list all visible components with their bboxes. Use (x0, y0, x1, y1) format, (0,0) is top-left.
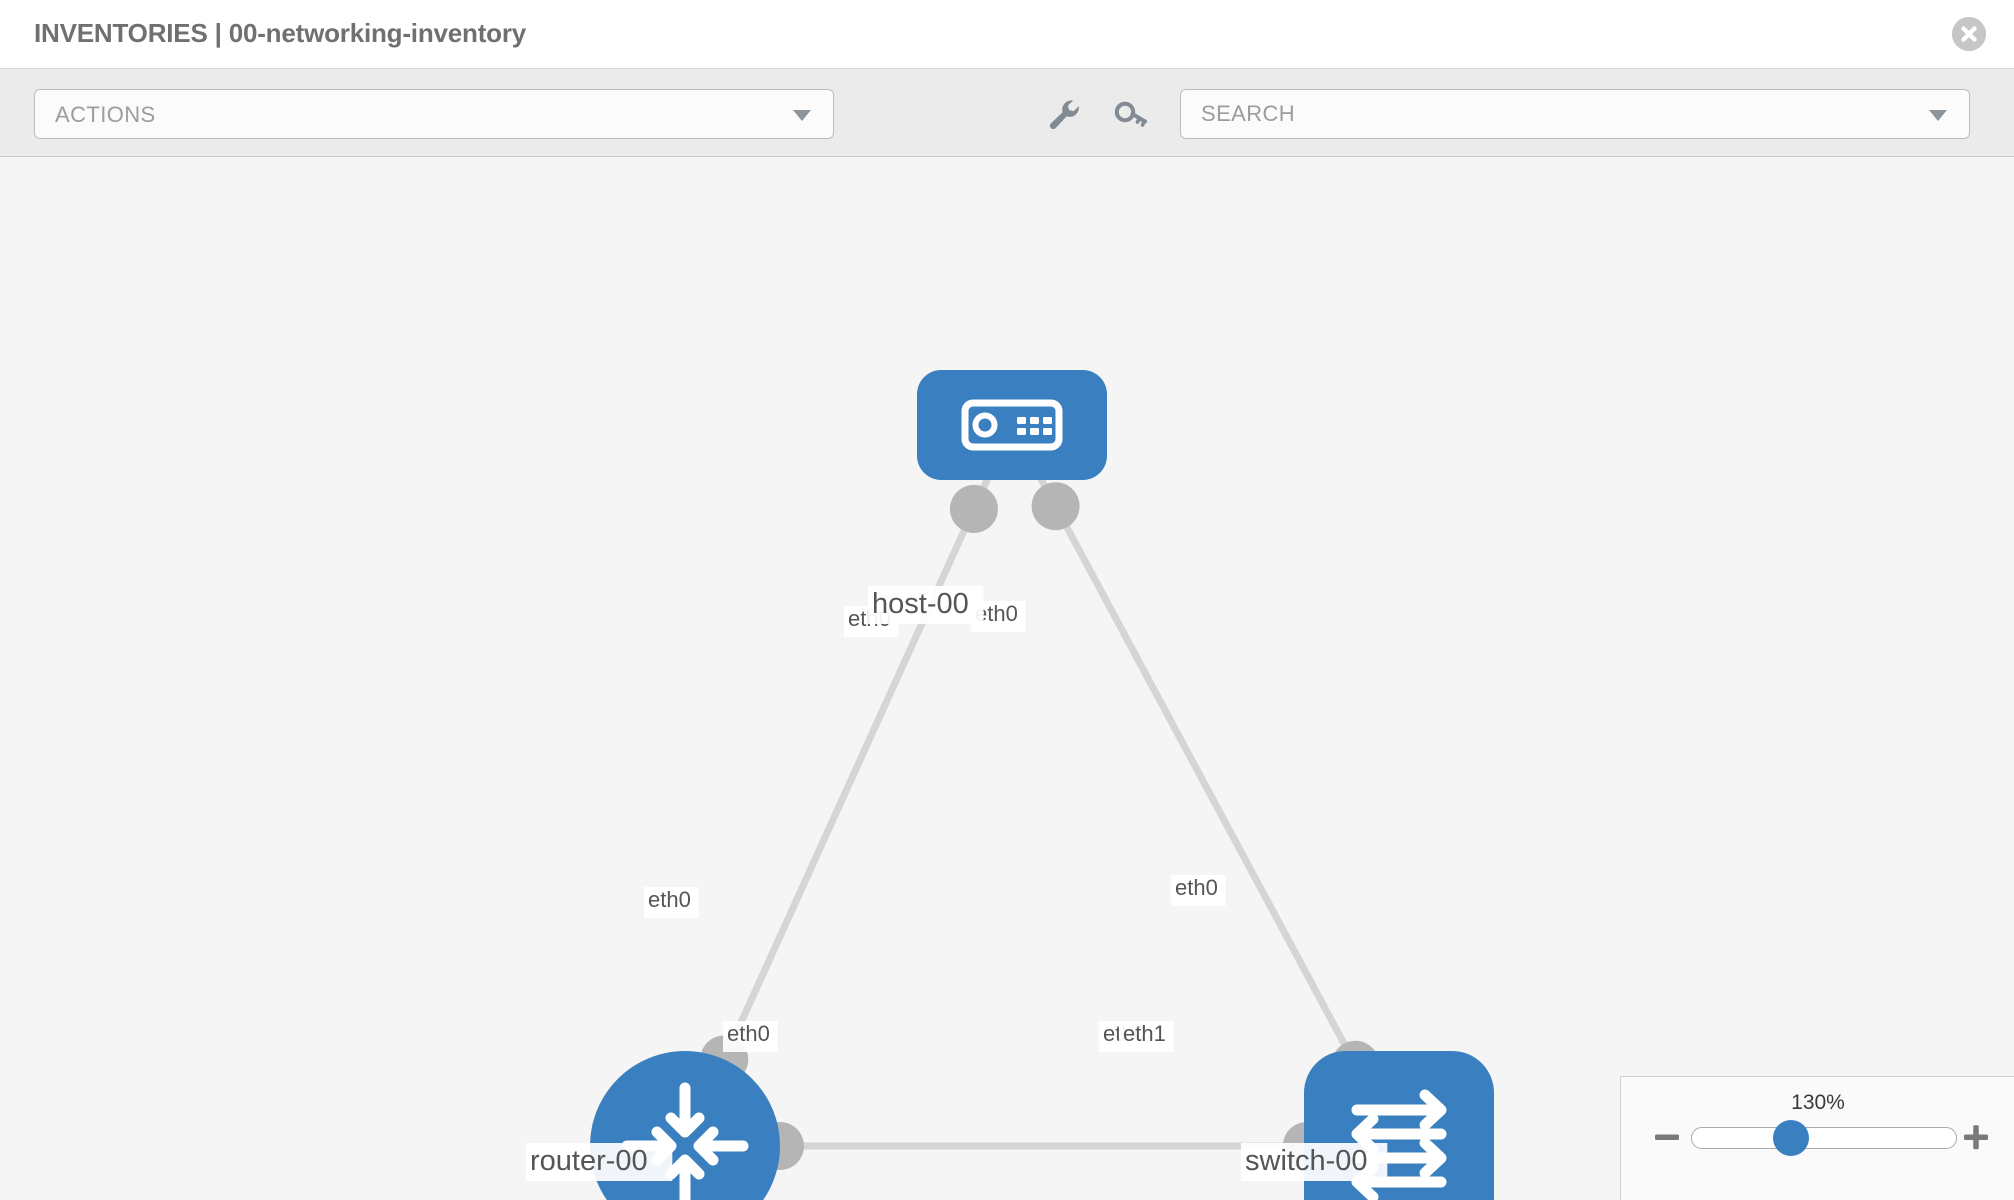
node-label-bg (526, 1143, 673, 1181)
actions-dropdown-label: ACTIONS (55, 102, 156, 127)
interface-label-bg (1119, 1021, 1174, 1052)
server-led (972, 412, 998, 438)
node-label-bg (868, 586, 984, 624)
close-icon[interactable] (1952, 17, 1986, 51)
server-port (1017, 417, 1026, 424)
node-shape[interactable] (917, 370, 1107, 480)
link-connectors (700, 482, 1380, 1170)
chevron-down-icon[interactable] (1929, 110, 1947, 121)
link-connector[interactable] (1031, 482, 1080, 531)
search-input[interactable] (1201, 90, 1901, 138)
actions-dropdown[interactable]: ACTIONS (34, 89, 834, 139)
page-title: INVENTORIES | 00-networking-inventory (34, 18, 527, 48)
router-arrow-path (693, 1126, 749, 1166)
interface-label-bg (644, 887, 699, 918)
topology-node-host-00[interactable] (917, 370, 1107, 480)
server-icon (961, 399, 1063, 451)
topology-links (681, 423, 1403, 1150)
interface-label: eth0 (648, 887, 691, 912)
interface-label: eth1 (1123, 1021, 1166, 1046)
router-arrow (665, 1154, 705, 1200)
topology-canvas[interactable]: eth0eth0eth0eth0eth0eth0eth1host-00route… (0, 158, 2014, 1200)
page-header: INVENTORIES | 00-networking-inventory (0, 0, 2014, 69)
topology-link[interactable] (1008, 423, 1403, 1148)
interface-label: eth0 (1175, 875, 1218, 900)
server-port (1030, 417, 1039, 424)
zoom-slider-track[interactable] (1691, 1127, 1957, 1149)
switch-arrow-path (1351, 1089, 1447, 1131)
chevron-down-icon (793, 110, 811, 121)
key-icon[interactable] (1112, 97, 1152, 133)
server-port (1030, 428, 1039, 435)
zoom-control-panel: 130% (1620, 1076, 2014, 1200)
router-arrow (665, 1082, 705, 1138)
router-arrow (693, 1126, 749, 1166)
node-label: switch-00 (1245, 1145, 1368, 1177)
minus-icon[interactable] (1651, 1121, 1683, 1153)
zoom-slider-thumb[interactable] (1773, 1120, 1809, 1156)
router-arrow-path (665, 1082, 705, 1138)
interface-label-bg (723, 1021, 778, 1052)
server-port (1017, 428, 1026, 435)
interface-label: eth0 (727, 1021, 770, 1046)
server-port (1043, 417, 1052, 424)
topology-nodes (590, 370, 1494, 1200)
interface-label-bg (1171, 875, 1226, 906)
toolbar: ACTIONS (0, 69, 2014, 157)
link-connector[interactable] (949, 484, 998, 533)
node-label-bg (1241, 1143, 1388, 1181)
topology-labels: eth0eth0eth0eth0eth0eth0eth1host-00route… (526, 586, 1388, 1181)
search-box[interactable] (1180, 89, 1970, 139)
server-port (1043, 428, 1052, 435)
topology-graph[interactable]: eth0eth0eth0eth0eth0eth0eth1host-00route… (0, 158, 2014, 1200)
wrench-icon[interactable] (1045, 97, 1085, 133)
server-body (961, 399, 1063, 451)
router-arrow-path (665, 1154, 705, 1200)
node-label: host-00 (872, 588, 969, 620)
zoom-level-label: 130% (1791, 1091, 1845, 1114)
plus-icon[interactable] (1960, 1121, 1992, 1153)
node-label: router-00 (530, 1145, 648, 1177)
